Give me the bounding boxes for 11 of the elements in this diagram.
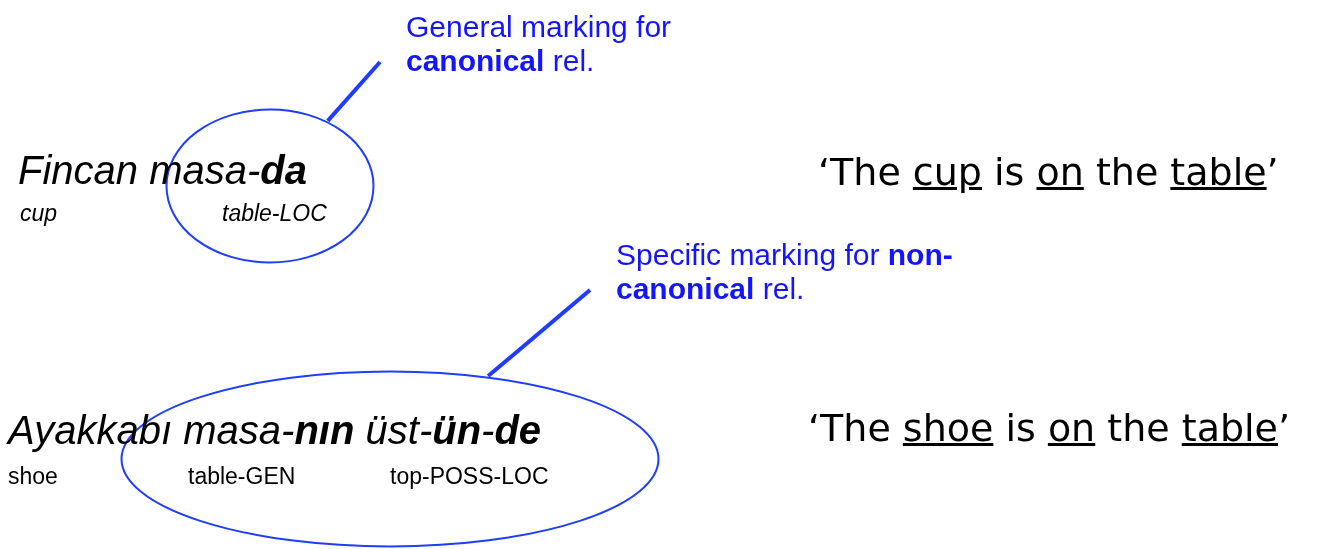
gloss: top-POSS-LOC	[390, 463, 549, 490]
callout-text: General marking for canonical rel.	[380, 10, 726, 78]
gloss: cup	[20, 200, 58, 227]
leader-line	[486, 288, 592, 378]
gloss: table-GEN	[188, 463, 296, 490]
translation: ‘The cup is on the table’	[818, 150, 1279, 194]
callout-text: Specific marking for non-canonical rel.	[590, 238, 956, 306]
leader-line	[326, 60, 382, 123]
gloss: shoe	[8, 463, 58, 490]
gloss: table-LOC	[222, 200, 327, 227]
translation: ‘The shoe is on the table’	[808, 406, 1291, 450]
